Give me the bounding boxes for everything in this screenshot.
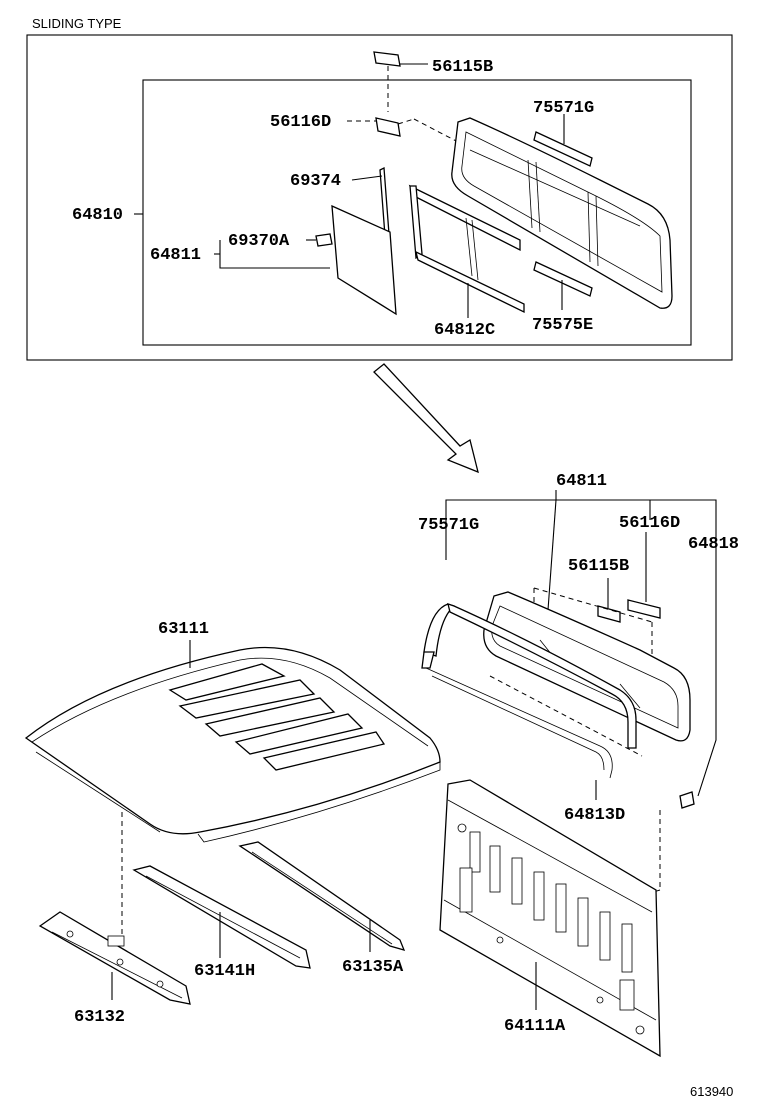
part-label-75571g-bottom: 75571G	[418, 516, 479, 535]
clip-64818-drawing	[679, 791, 695, 809]
part-label-75575e: 75575E	[532, 316, 593, 335]
seal-strip-75575e-drawing	[533, 261, 593, 297]
part-label-63132: 63132	[74, 1008, 125, 1027]
part-label-64810: 64810	[72, 206, 123, 225]
part-label-56115b-bottom: 56115B	[568, 557, 629, 576]
leader-bracket-64811-bottom	[445, 499, 717, 797]
part-label-63141h: 63141H	[194, 962, 255, 981]
part-label-63135a: 63135A	[342, 958, 404, 977]
sash-frame-64812c-drawing	[408, 184, 525, 314]
clip-69370a-drawing	[315, 233, 333, 247]
figure-id: 613940	[690, 1084, 733, 1099]
part-label-64811-bottom: 64811	[556, 472, 607, 491]
sliding-type-outer-frame	[26, 34, 733, 361]
clip-56115b-top-drawing	[373, 51, 428, 112]
part-label-56116d-top: 56116D	[270, 113, 331, 132]
front-header-63132-drawing	[38, 911, 191, 1005]
sliding-window-frame-drawing	[451, 117, 673, 309]
roof-bow-63141h-drawing	[132, 865, 311, 969]
direction-arrow	[373, 363, 479, 474]
roof-rail-63135a-drawing	[238, 841, 406, 951]
part-label-56115b-top: 56115B	[432, 58, 493, 77]
diagram-header-title: SLIDING TYPE	[32, 16, 122, 31]
clip-56116d-top-drawing	[347, 117, 459, 143]
back-panel-64111a-drawing	[439, 779, 661, 1058]
part-label-64111a: 64111A	[504, 1017, 566, 1036]
part-label-64811-top: 64811	[150, 246, 201, 265]
part-label-75571g-top: 75571G	[533, 99, 594, 118]
weatherstrip-75571g-bottom-drawing	[421, 603, 637, 779]
part-label-69370a: 69370A	[228, 232, 290, 251]
part-label-64812c: 64812C	[434, 321, 495, 340]
sliding-type-inner-frame	[142, 79, 692, 346]
part-label-64818: 64818	[688, 535, 739, 554]
clip-56115b-bottom-drawing	[597, 605, 621, 623]
seal-strip-75571g-top-drawing	[533, 131, 593, 167]
part-label-63111: 63111	[158, 620, 209, 639]
part-label-56116d-bottom: 56116D	[619, 514, 680, 533]
roof-panel-63111-drawing	[24, 646, 441, 843]
part-label-64813d: 64813D	[564, 806, 625, 825]
glass-panel-64811-top-drawing	[331, 204, 397, 316]
part-label-69374: 69374	[290, 172, 341, 191]
clip-56116d-bottom-drawing	[627, 599, 661, 619]
